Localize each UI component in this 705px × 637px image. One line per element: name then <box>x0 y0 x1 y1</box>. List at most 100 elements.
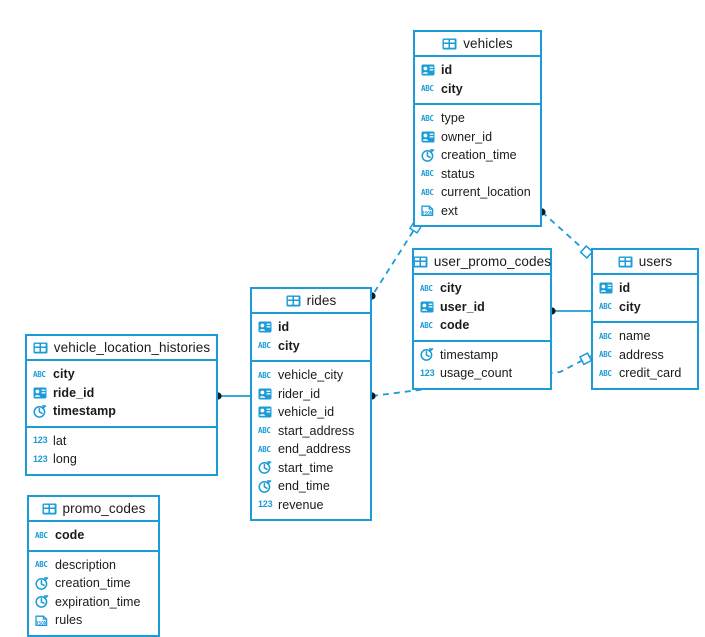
column-name: start_address <box>278 423 355 438</box>
entity-title: vehicles <box>463 36 513 51</box>
123-icon: 123 <box>33 453 48 464</box>
column-name: ride_id <box>53 385 95 400</box>
column-name: long <box>53 452 77 467</box>
table-icon <box>33 341 48 355</box>
entity-header-user_promo_codes[interactable]: user_promo_codes <box>413 250 551 275</box>
abc-icon: ABC <box>421 113 434 123</box>
column-row-vehicles-id[interactable]: id <box>415 61 540 80</box>
abc-icon: ABC <box>599 302 612 311</box>
id-card-icon <box>258 320 273 334</box>
column-row-users-city[interactable]: ABC city <box>593 298 697 317</box>
column-row-users-address[interactable]: ABC address <box>593 346 697 365</box>
column-row-vehicles-current_location[interactable]: ABC current_location <box>415 183 540 202</box>
column-row-user_promo_codes-user_id[interactable]: user_id <box>414 298 550 317</box>
column-row-user_promo_codes-code[interactable]: ABC code <box>414 316 550 335</box>
table-icon <box>286 294 301 308</box>
abc-icon: ABC <box>258 444 271 454</box>
column-name: code <box>440 318 470 333</box>
entity-header-users[interactable]: users <box>593 250 697 275</box>
clock-icon <box>258 461 273 475</box>
column-row-promo_codes-creation_time[interactable]: creation_time <box>29 574 158 593</box>
table-icon <box>413 255 428 269</box>
column-row-vehicle_location_histories-timestamp[interactable]: timestamp <box>27 402 216 421</box>
column-name: user_id <box>440 299 485 314</box>
entity-header-rides[interactable]: rides <box>252 289 370 314</box>
column-row-rides-end_time[interactable]: end_time <box>252 477 370 496</box>
svg-text:JSON: JSON <box>36 620 47 626</box>
abc-icon: ABC <box>599 368 612 378</box>
entity-title: promo_codes <box>62 501 146 516</box>
column-row-rides-vehicle_id[interactable]: vehicle_id <box>252 403 370 422</box>
column-name: name <box>619 329 651 344</box>
entity-header-vehicle_location_histories[interactable]: vehicle_location_histories <box>27 336 216 361</box>
column-row-promo_codes-expiration_time[interactable]: expiration_time <box>29 593 158 612</box>
column-row-rides-id[interactable]: id <box>252 318 370 337</box>
id-card-icon <box>420 300 435 314</box>
abc-icon: ABC <box>421 84 434 93</box>
abc-icon: ABC <box>421 187 434 197</box>
id-card-icon <box>258 405 273 419</box>
column-name: vehicle_id <box>278 405 335 420</box>
column-row-users-id[interactable]: id <box>593 279 697 298</box>
relationship-endpoint-square <box>578 352 593 366</box>
column-name: current_location <box>441 185 531 200</box>
entity-header-promo_codes[interactable]: promo_codes <box>29 497 158 522</box>
column-row-vehicles-creation_time[interactable]: creation_time <box>415 146 540 165</box>
json-icon: JSON <box>35 613 50 627</box>
column-name: lat <box>53 433 67 448</box>
column-name: city <box>619 299 641 314</box>
entity-header-vehicles[interactable]: vehicles <box>415 32 540 57</box>
column-name: id <box>278 320 290 335</box>
column-row-vehicle_location_histories-long[interactable]: 123 long <box>27 450 216 469</box>
column-row-rides-start_address[interactable]: ABC start_address <box>252 422 370 441</box>
abc-icon: ABC <box>258 426 271 435</box>
clock-icon <box>258 479 273 493</box>
clock-icon <box>421 148 436 162</box>
column-name: address <box>619 347 664 362</box>
column-name: usage_count <box>440 366 513 381</box>
abc-icon: ABC <box>35 530 48 540</box>
id-card-icon <box>421 63 436 77</box>
column-row-rides-start_time[interactable]: start_time <box>252 459 370 478</box>
column-row-vehicles-owner_id[interactable]: owner_id <box>415 128 540 147</box>
column-name: vehicle_city <box>278 368 344 383</box>
column-name: expiration_time <box>55 594 141 609</box>
abc-icon: ABC <box>599 350 612 359</box>
column-row-vehicle_location_histories-ride_id[interactable]: ride_id <box>27 384 216 403</box>
column-name: rider_id <box>278 386 321 401</box>
entity-title: users <box>638 254 673 269</box>
abc-icon: ABC <box>420 283 433 293</box>
abc-icon: ABC <box>420 320 433 330</box>
column-row-user_promo_codes-timestamp[interactable]: timestamp <box>414 346 550 365</box>
column-row-rides-rider_id[interactable]: rider_id <box>252 385 370 404</box>
